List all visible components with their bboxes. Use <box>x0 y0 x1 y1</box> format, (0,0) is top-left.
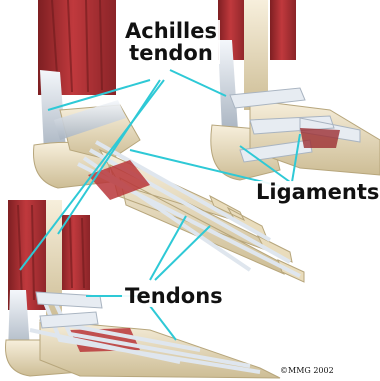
right-calf-muscle-2 <box>270 0 296 60</box>
achilles-label-line2: tendon <box>125 42 217 64</box>
bottom-calf-muscle-2 <box>60 215 90 290</box>
top-right-foot <box>211 0 380 180</box>
leader-achilles-right <box>170 70 226 96</box>
leader-tendons-1 <box>150 216 186 280</box>
achilles-label-line1: Achilles <box>125 20 217 42</box>
copyright-notice: ©MMG 2002 <box>280 366 334 375</box>
achilles-tendon-label: Achilles tendon <box>122 20 220 64</box>
leader-tendons-2 <box>155 226 210 280</box>
right-ankle-muscle <box>300 128 340 148</box>
tendons-label: Tendons <box>122 285 226 307</box>
ligaments-label: Ligaments <box>253 181 380 203</box>
